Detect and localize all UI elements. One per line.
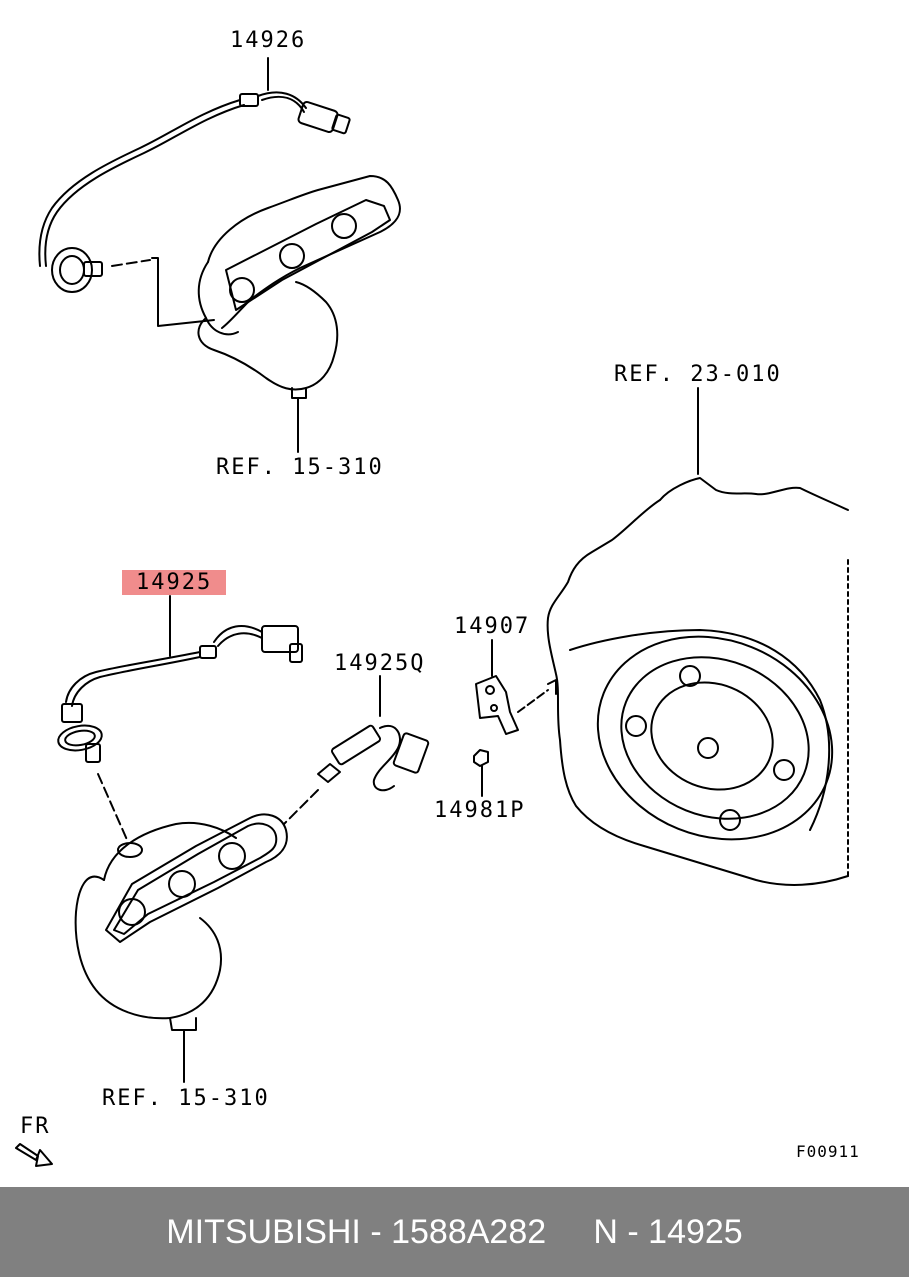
footer-brand: MITSUBISHI bbox=[166, 1212, 361, 1251]
bracket-14907 bbox=[475, 639, 557, 735]
exhaust-manifold-lower bbox=[74, 813, 288, 1083]
oxygen-sensor-14925 bbox=[57, 595, 303, 843]
label-14907: 14907 bbox=[454, 614, 531, 639]
part-number-footer: MITSUBISHI - 1588A282 N - 14925 bbox=[0, 1187, 909, 1277]
oxygen-sensor-14925q bbox=[283, 675, 430, 825]
footer-gap bbox=[546, 1213, 593, 1252]
oxygen-sensor-14926 bbox=[38, 57, 351, 293]
label-14981p: 14981P bbox=[434, 798, 526, 823]
front-arrow-icon bbox=[15, 1143, 53, 1167]
label-ref-15-310-bottom: REF. 15-310 bbox=[102, 1086, 270, 1111]
footer-prefix: N bbox=[593, 1212, 618, 1251]
label-ref-23-010: REF. 23-010 bbox=[614, 362, 782, 387]
parts-diagram bbox=[15, 57, 849, 1167]
label-ref-15-310-top: REF. 15-310 bbox=[216, 455, 384, 480]
footer-separator-2: - bbox=[617, 1212, 649, 1251]
label-14925q: 14925Q bbox=[334, 651, 426, 676]
label-14925-highlighted: 14925 bbox=[122, 570, 227, 595]
label-fr: FR bbox=[20, 1114, 51, 1139]
footer-part-number: 1588A282 bbox=[391, 1212, 547, 1251]
exhaust-manifold-upper bbox=[151, 175, 401, 453]
figure-code: F00911 bbox=[796, 1142, 860, 1161]
label-14926: 14926 bbox=[230, 28, 307, 53]
bolt-14981p bbox=[473, 749, 489, 797]
footer-separator-1: - bbox=[360, 1212, 392, 1251]
transmission bbox=[546, 387, 849, 886]
footer-code: 14925 bbox=[648, 1212, 743, 1251]
